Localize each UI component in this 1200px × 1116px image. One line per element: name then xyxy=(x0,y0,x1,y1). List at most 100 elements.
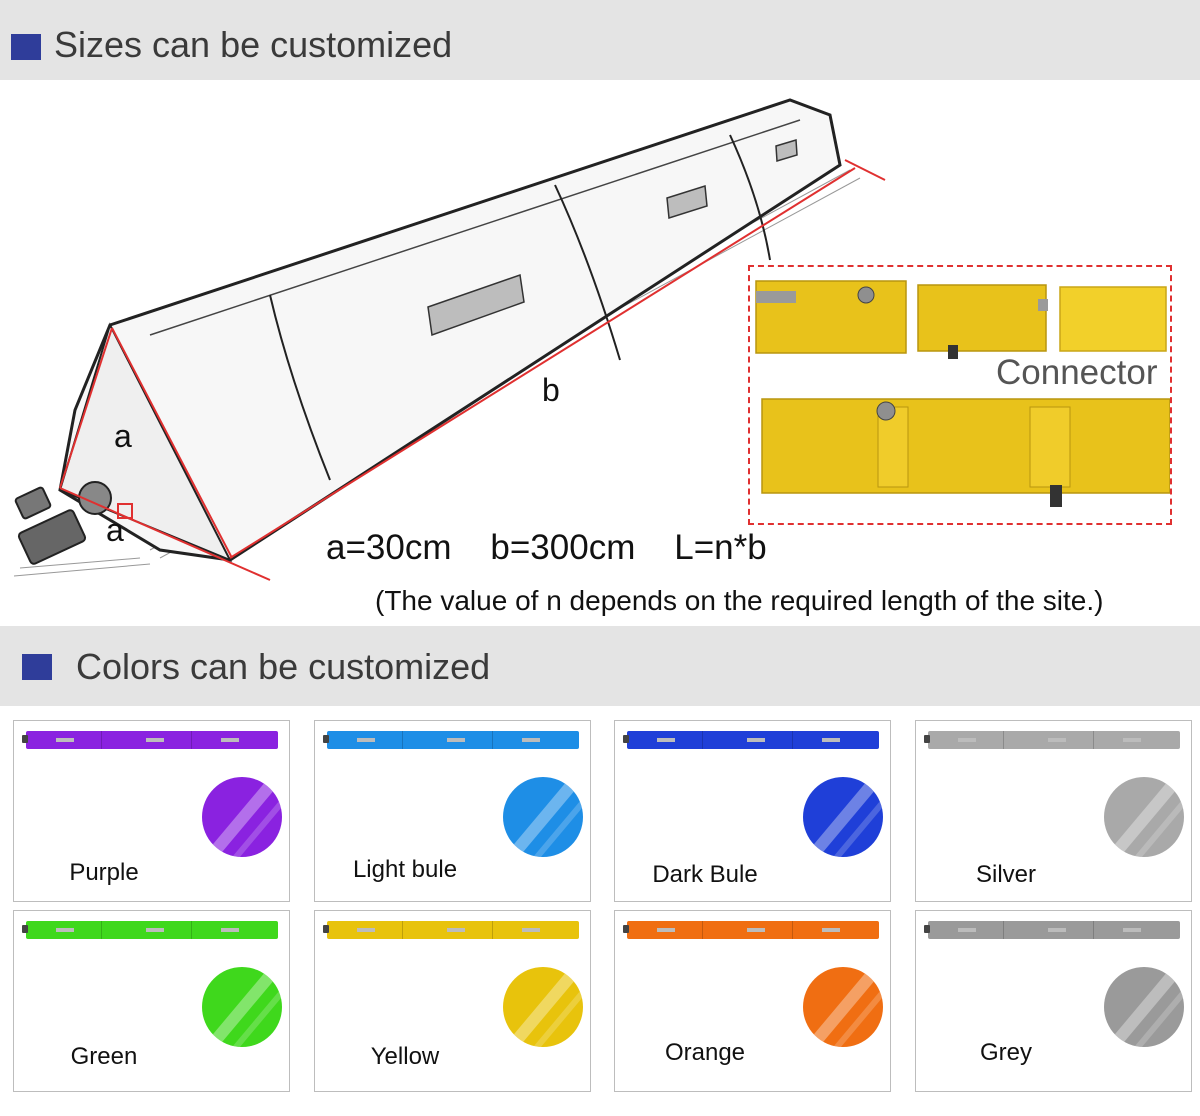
color-card[interactable]: Grey xyxy=(915,910,1192,1092)
segment-seam xyxy=(191,921,192,939)
label-tag-icon xyxy=(1123,738,1141,742)
label-tag-icon xyxy=(522,928,540,932)
valve-icon xyxy=(924,925,930,933)
color-card[interactable]: Yellow xyxy=(314,910,591,1092)
segment-seam xyxy=(702,921,703,939)
section-bullet-icon xyxy=(11,34,41,60)
barrier-bar-icon xyxy=(26,921,278,939)
label-tag-icon xyxy=(447,928,465,932)
valve-icon xyxy=(22,925,28,933)
connector-inset xyxy=(748,265,1172,525)
label-tag-icon xyxy=(56,928,74,932)
segment-seam xyxy=(1093,731,1094,749)
segment-seam xyxy=(492,921,493,939)
dim-label-b: b xyxy=(542,372,560,408)
valve-icon xyxy=(924,735,930,743)
segment-seam xyxy=(402,921,403,939)
material-swatch-icon xyxy=(1104,777,1184,857)
segment-seam xyxy=(792,731,793,749)
segment-seam xyxy=(101,731,102,749)
label-tag-icon xyxy=(822,738,840,742)
label-tag-icon xyxy=(146,738,164,742)
material-swatch-icon xyxy=(202,777,282,857)
color-name: Purple xyxy=(69,859,139,886)
material-swatch-icon xyxy=(803,777,883,857)
label-tag-icon xyxy=(1048,738,1066,742)
segment-seams xyxy=(269,134,771,481)
valve-icon xyxy=(14,481,112,565)
section-bullet-icon xyxy=(22,654,52,680)
label-tag-icon xyxy=(522,738,540,742)
segment-seam xyxy=(191,731,192,749)
label-tag-icon xyxy=(221,928,239,932)
color-card[interactable]: Light bule xyxy=(314,720,591,902)
barrier-bar-icon xyxy=(327,731,579,749)
size-diagram: a a b a=30cm b=300cm L=n*b (The value of… xyxy=(0,80,1200,626)
color-card[interactable]: Silver xyxy=(915,720,1192,902)
sizes-banner: Sizes can be customized xyxy=(0,0,1200,80)
color-card[interactable]: Green xyxy=(13,910,290,1092)
segment-seam xyxy=(792,921,793,939)
material-swatch-icon xyxy=(202,967,282,1047)
barrier-bar-icon xyxy=(627,731,879,749)
material-swatch-icon xyxy=(803,967,883,1047)
label-tag-icon xyxy=(221,738,239,742)
valve-icon xyxy=(323,735,329,743)
label-tag-icon xyxy=(56,738,74,742)
label-tag-icon xyxy=(775,139,798,162)
color-name: Orange xyxy=(664,1039,746,1066)
dimension-lines xyxy=(59,159,886,581)
length-note: (The value of n depends on the required … xyxy=(375,585,1104,616)
material-swatch-icon xyxy=(503,967,583,1047)
connector-label: Connector xyxy=(996,353,1158,392)
sizes-title: Sizes can be customized xyxy=(54,24,453,65)
label-tag-icon xyxy=(958,738,976,742)
valve-icon xyxy=(623,735,629,743)
valve-icon xyxy=(323,925,329,933)
label-tag-icon xyxy=(447,738,465,742)
colors-banner: Colors can be customized xyxy=(0,626,1200,706)
segment-seam xyxy=(1003,921,1004,939)
valve-icon xyxy=(623,925,629,933)
dimension-values: a=30cm b=300cm L=n*b xyxy=(326,528,767,567)
segment-seam xyxy=(101,921,102,939)
label-tag-icon xyxy=(427,273,525,337)
valve-icon xyxy=(22,735,28,743)
water-barrier-sketch xyxy=(13,98,886,581)
segment-seam xyxy=(492,731,493,749)
label-tag-icon xyxy=(666,185,708,219)
segment-seam xyxy=(1093,921,1094,939)
label-tag-icon xyxy=(357,738,375,742)
dim-label-a-side: a xyxy=(114,418,132,454)
colors-title: Colors can be customized xyxy=(76,646,491,687)
connector-photos xyxy=(755,280,1171,507)
label-tag-icon xyxy=(657,928,675,932)
segment-seam xyxy=(402,731,403,749)
barrier-bar-icon xyxy=(928,921,1180,939)
color-card[interactable]: Orange xyxy=(614,910,891,1092)
barrier-bar-icon xyxy=(627,921,879,939)
label-tag-icon xyxy=(822,928,840,932)
color-name: Yellow xyxy=(370,1043,440,1070)
label-tag-icon xyxy=(1123,928,1141,932)
segment-seam xyxy=(1003,731,1004,749)
label-tag-icon xyxy=(747,928,765,932)
barrier-bar-icon xyxy=(928,731,1180,749)
color-name: Dark Bule xyxy=(652,861,758,888)
label-tag-icon xyxy=(1048,928,1066,932)
color-card[interactable]: Dark Bule xyxy=(614,720,891,902)
barrier-bar-icon xyxy=(26,731,278,749)
segment-seam xyxy=(702,731,703,749)
label-tag-icon xyxy=(657,738,675,742)
material-swatch-icon xyxy=(503,777,583,857)
color-name: Light bule xyxy=(352,856,458,883)
label-tag-icon xyxy=(146,928,164,932)
color-name: Grey xyxy=(979,1039,1032,1066)
color-name: Green xyxy=(70,1043,138,1070)
material-swatch-icon xyxy=(1104,967,1184,1047)
label-tag-icon xyxy=(357,928,375,932)
barrier-bar-icon xyxy=(327,921,579,939)
label-tag-icon xyxy=(958,928,976,932)
color-card[interactable]: Purple xyxy=(13,720,290,902)
dim-label-a-base: a xyxy=(106,512,124,548)
